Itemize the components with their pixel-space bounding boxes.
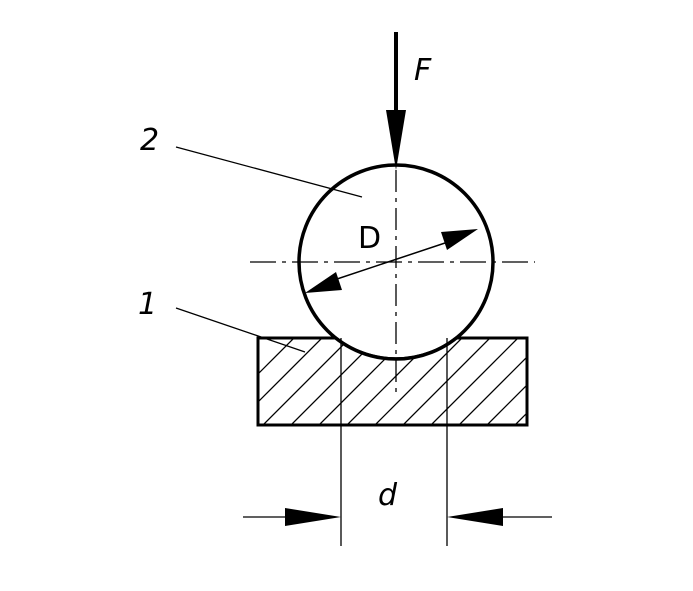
specimen-outline	[256, 336, 529, 427]
center-lines	[250, 170, 535, 392]
diameter-label: D	[358, 221, 381, 256]
ball-callout-line	[175, 146, 363, 198]
specimen-callout-number: 1	[138, 287, 157, 322]
indent-arrow-right	[447, 508, 503, 526]
indent-label: d	[378, 478, 398, 513]
force-label: F	[414, 53, 432, 88]
specimen-callout-line	[175, 307, 306, 353]
specimen-block	[256, 336, 529, 427]
force-arrow	[386, 32, 406, 170]
indent-arrow-left	[285, 508, 341, 526]
ball-callout-number: 2	[140, 123, 159, 158]
specimen-hatching	[258, 338, 527, 425]
diameter-arrow	[305, 229, 478, 293]
